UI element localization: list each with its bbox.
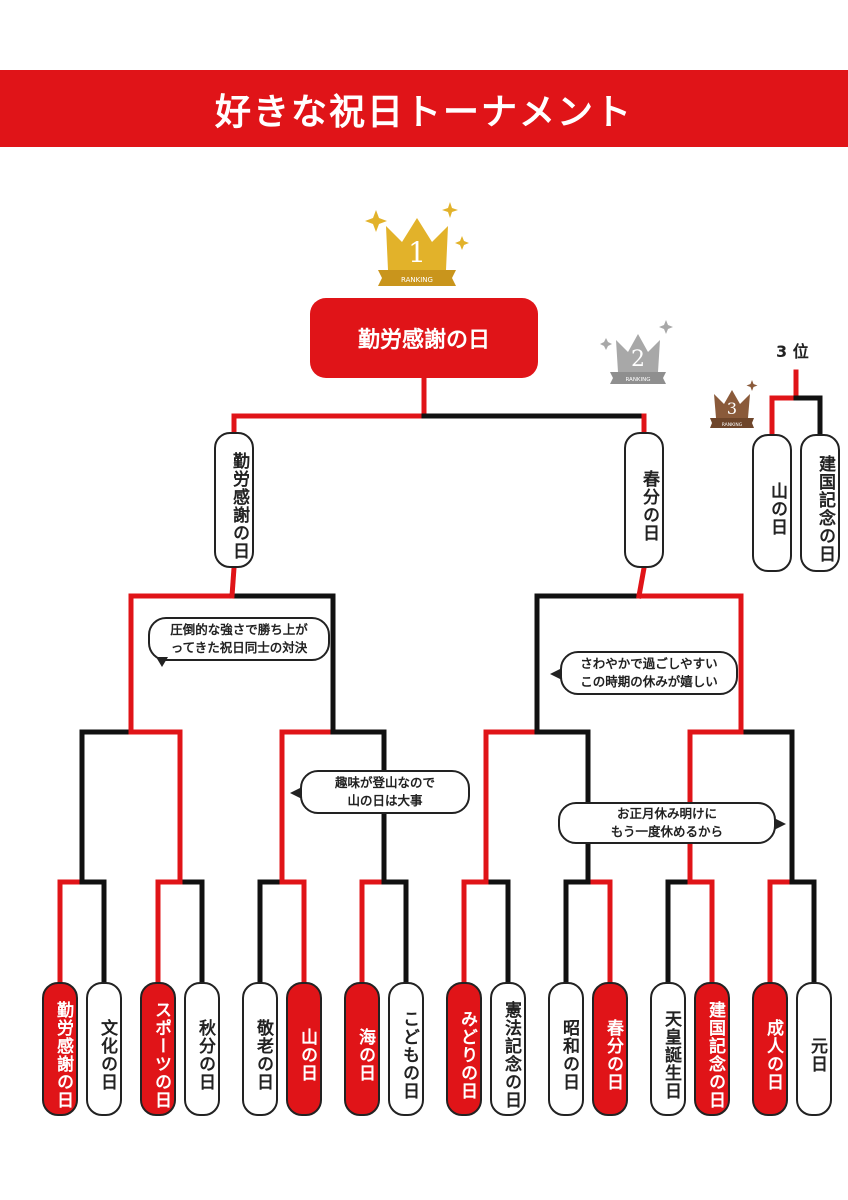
entrant-box: 山の日 [286,982,322,1116]
svg-text:RANKING: RANKING [722,422,743,428]
silver-crown-icon: 2 RANKING [600,320,673,384]
svg-text:2: 2 [631,347,645,372]
semifinal-left-box: 勤労感謝の日 [214,432,254,568]
comment-bubble-2: さわやかで過ごしやすい この時期の休みが嬉しい [550,651,738,695]
champion-box: 勤労感謝の日 [310,298,538,378]
entrant-box: 成人の日 [752,982,788,1116]
entrant-box: 敬老の日 [242,982,278,1116]
page-title: 好きな祝日トーナメント [214,91,633,133]
third-place-right-box: 建国記念の日 [800,434,840,572]
comment-bubble-1: 圧倒的な強さで勝ち上が ってきた祝日同士の対決 [148,617,330,667]
champion-name: 勤労感謝の日 [357,328,490,353]
title-banner: 好きな祝日トーナメント [0,70,848,147]
entrant-box: 春分の日 [592,982,628,1116]
semifinal-right-box: 春分の日 [624,432,664,568]
svg-text:3: 3 [727,399,737,418]
entrant-box: 憲法記念の日 [490,982,526,1116]
entrant-box: 昭和の日 [548,982,584,1116]
entrant-box: 建国記念の日 [694,982,730,1116]
gold-crown-icon: 1 RANKING [365,202,469,286]
third-place-label: 3 位 [776,342,809,361]
bracket-line [229,565,237,599]
entrant-box: 勤労感謝の日 [42,982,78,1116]
entrant-box: 海の日 [344,982,380,1116]
svg-text:RANKING: RANKING [401,276,433,284]
entrant-box: 元日 [796,982,832,1116]
bracket-line [636,565,647,599]
comment-bubble-4: お正月休み明けに もう一度休めるから [558,802,786,844]
third-place-left-box: 山の日 [752,434,792,572]
bronze-crown-icon: 3 RANKING [710,380,758,428]
entrant-box: みどりの日 [446,982,482,1116]
comment-bubble-3: 趣味が登山なので 山の日は大事 [290,770,470,814]
svg-text:RANKING: RANKING [625,377,650,383]
svg-text:1: 1 [408,236,426,269]
entrant-box: 文化の日 [86,982,122,1116]
entrant-box: 秋分の日 [184,982,220,1116]
entrant-box: 天皇誕生日 [650,982,686,1116]
entrant-box: こどもの日 [388,982,424,1116]
entrant-box: スポーツの日 [140,982,176,1116]
